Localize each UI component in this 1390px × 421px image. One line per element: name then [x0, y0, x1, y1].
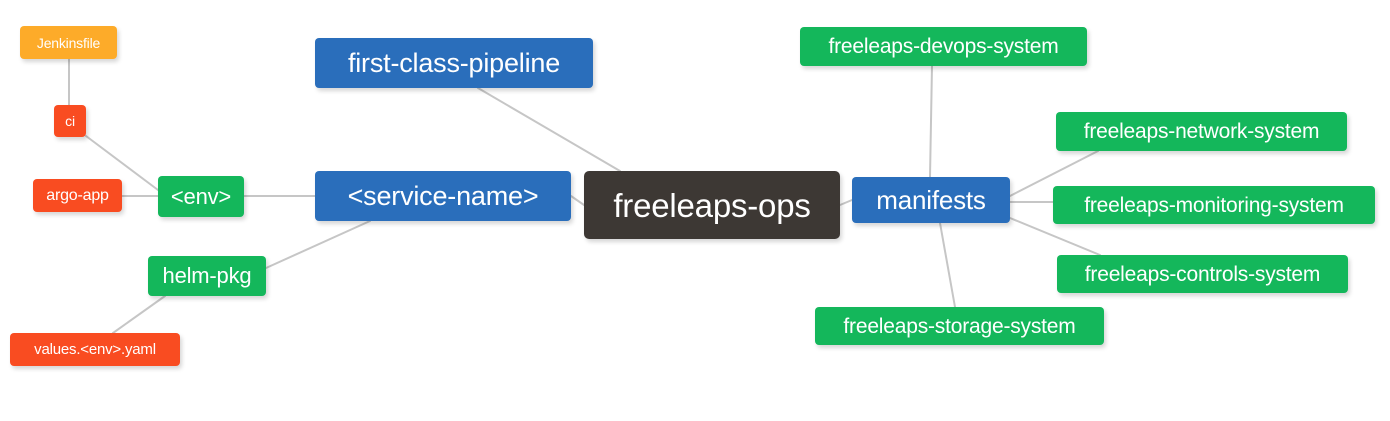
edge-helm-pkg-to-values-yaml	[112, 295, 166, 334]
node-manifests[interactable]: manifests	[852, 177, 1010, 223]
node-env[interactable]: <env>	[158, 176, 244, 217]
node-service-name[interactable]: <service-name>	[315, 171, 571, 221]
node-jenkinsfile[interactable]: Jenkinsfile	[20, 26, 117, 59]
node-freeleaps-monitoring-system[interactable]: freeleaps-monitoring-system	[1053, 186, 1375, 224]
node-freeleaps-devops-system[interactable]: freeleaps-devops-system	[800, 27, 1087, 66]
edge-freeleaps-ops-to-service-name	[570, 195, 585, 206]
node-freeleaps-ops[interactable]: freeleaps-ops	[584, 171, 840, 239]
node-first-class-pipeline[interactable]: first-class-pipeline	[315, 38, 593, 88]
node-values-yaml[interactable]: values.<env>.yaml	[10, 333, 180, 366]
edge-freeleaps-ops-to-manifests	[839, 199, 853, 206]
edge-manifests-to-freeleaps-devops-system	[929, 65, 933, 178]
edge-manifests-to-freeleaps-storage-system	[939, 222, 956, 308]
node-helm-pkg[interactable]: helm-pkg	[148, 256, 266, 296]
edge-service-name-to-helm-pkg	[265, 220, 371, 269]
node-ci[interactable]: ci	[54, 105, 86, 137]
edge-freeleaps-ops-to-first-class-pipeline	[477, 87, 621, 172]
node-freeleaps-network-system[interactable]: freeleaps-network-system	[1056, 112, 1347, 151]
node-freeleaps-controls-system[interactable]: freeleaps-controls-system	[1057, 255, 1348, 293]
node-freeleaps-storage-system[interactable]: freeleaps-storage-system	[815, 307, 1104, 345]
node-argo-app[interactable]: argo-app	[33, 179, 122, 212]
